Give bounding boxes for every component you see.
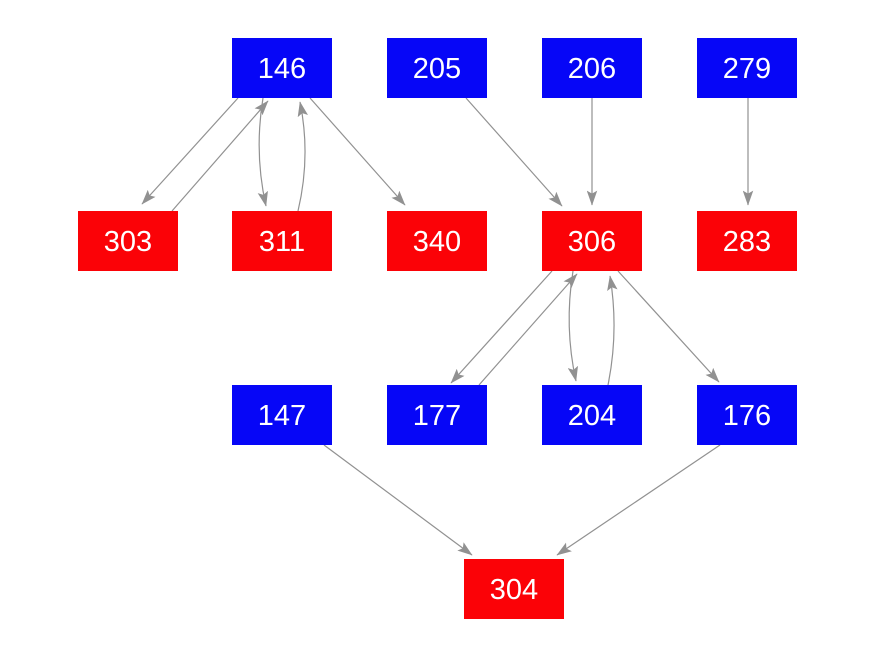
node-177-label: 177 [413, 400, 461, 432]
node-304-box[interactable] [464, 559, 564, 619]
node-303-label: 303 [104, 226, 152, 258]
node-176-label: 176 [723, 400, 771, 432]
node-340[interactable]: 340 [387, 211, 487, 271]
node-205-label: 205 [413, 53, 461, 85]
edge-177-to-306 [478, 273, 578, 386]
node-304[interactable]: 304 [464, 559, 564, 619]
node-303-box[interactable] [78, 211, 178, 271]
edge-306-to-177 [450, 270, 553, 384]
node-205-box[interactable] [387, 38, 487, 98]
nodes-layer: 146 205 206 279 303 311 340 306 283 147 177 204 176 3… [78, 38, 797, 619]
node-279-box[interactable] [697, 38, 797, 98]
node-206-label: 206 [568, 53, 616, 85]
node-306[interactable]: 306 [542, 211, 642, 271]
edge-204-to-306 [607, 275, 618, 386]
edge-146-to-340 [309, 97, 406, 206]
edge-147-to-304 [323, 444, 473, 556]
edge-205-to-306 [465, 97, 563, 207]
node-279-label: 279 [723, 53, 771, 85]
node-176[interactable]: 176 [697, 385, 797, 445]
node-283[interactable]: 283 [697, 211, 797, 271]
node-147[interactable]: 147 [232, 385, 332, 445]
edge-146-to-303 [141, 97, 239, 205]
edge-303-to-146 [171, 100, 269, 212]
node-204-label: 204 [568, 400, 616, 432]
node-283-label: 283 [723, 226, 771, 258]
node-204[interactable]: 204 [542, 385, 642, 445]
node-311[interactable]: 311 [232, 211, 332, 271]
node-206[interactable]: 206 [542, 38, 642, 98]
node-340-label: 340 [413, 226, 461, 258]
node-283-box[interactable] [697, 211, 797, 271]
edges-layer [141, 97, 754, 556]
node-177-box[interactable] [387, 385, 487, 445]
node-147-label: 147 [258, 400, 306, 432]
edge-176-to-304 [556, 444, 721, 556]
node-177[interactable]: 177 [387, 385, 487, 445]
node-306-box[interactable] [542, 211, 642, 271]
node-303[interactable]: 303 [78, 211, 178, 271]
node-146-label: 146 [258, 53, 306, 85]
edge-146-to-311 [257, 97, 268, 207]
node-311-box[interactable] [232, 211, 332, 271]
node-279[interactable]: 279 [697, 38, 797, 98]
node-340-box[interactable] [387, 211, 487, 271]
node-176-box[interactable] [697, 385, 797, 445]
edge-311-to-146 [297, 101, 309, 212]
edge-306-to-204 [567, 270, 579, 382]
edge-306-to-176 [617, 270, 720, 383]
node-147-box[interactable] [232, 385, 332, 445]
node-206-box[interactable] [542, 38, 642, 98]
node-311-label: 311 [259, 226, 305, 258]
node-306-label: 306 [568, 226, 616, 258]
node-304-label: 304 [490, 574, 538, 606]
node-205[interactable]: 205 [387, 38, 487, 98]
node-146-box[interactable] [232, 38, 332, 98]
node-146[interactable]: 146 [232, 38, 332, 98]
node-204-box[interactable] [542, 385, 642, 445]
